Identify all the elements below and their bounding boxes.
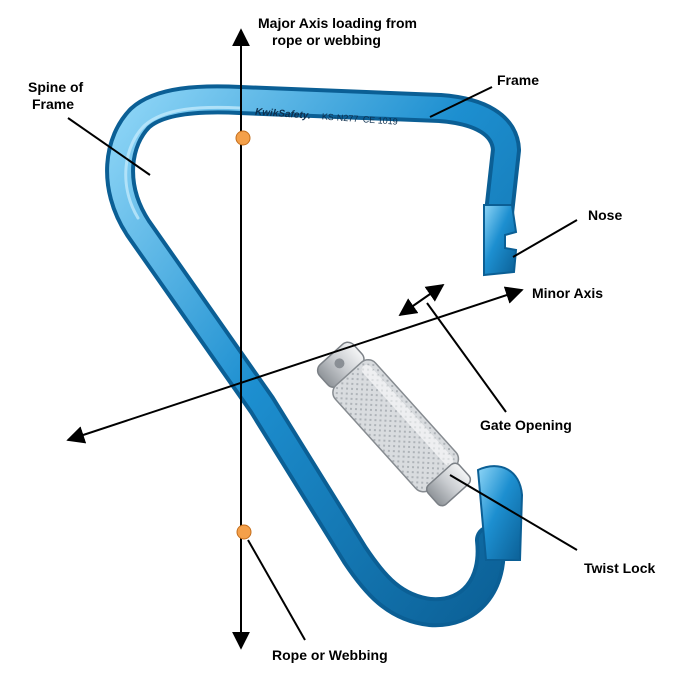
label-major-axis-line2: rope or webbing <box>272 32 381 48</box>
label-frame: Frame <box>497 72 539 88</box>
label-spine-line2: Frame <box>32 96 74 112</box>
gate-catch <box>476 465 524 561</box>
gate-opening-arrow <box>398 283 445 317</box>
engraving: KwikSafety. KS-N277 CE 1019 <box>255 107 398 127</box>
label-gate-opening: Gate Opening <box>480 417 572 433</box>
frame-shine <box>124 105 242 220</box>
label-nose: Nose <box>588 207 622 223</box>
leader-gate-opening <box>426 302 507 413</box>
gate-sleeve-tail <box>425 462 472 507</box>
carabiner-frame <box>105 84 524 628</box>
label-twist-lock: Twist Lock <box>584 560 656 576</box>
leader-spine <box>67 117 151 176</box>
leader-frame <box>429 86 493 118</box>
nose-hook <box>483 204 518 277</box>
frame-body-highlight <box>109 88 517 624</box>
engraving-brand: KwikSafety. <box>255 107 311 122</box>
label-major-axis-line1: Major Axis loading from <box>258 15 417 31</box>
label-rope-or-webbing: Rope or Webbing <box>272 647 388 663</box>
engraving-cert: CE 1019 <box>362 114 398 126</box>
leader-rope <box>247 539 306 641</box>
leader-twist-lock <box>449 474 578 551</box>
label-minor-axis: Minor Axis <box>532 285 603 301</box>
leader-nose <box>512 219 578 258</box>
frame-body <box>105 84 521 628</box>
twist-lock-gate <box>316 341 472 507</box>
load-point-bottom-marker <box>236 524 252 540</box>
load-point-top-marker <box>235 130 251 146</box>
engraving-model: KS-N277 <box>322 111 359 124</box>
minor-axis-arrow <box>66 286 524 444</box>
label-spine-line1: Spine of <box>28 79 84 95</box>
